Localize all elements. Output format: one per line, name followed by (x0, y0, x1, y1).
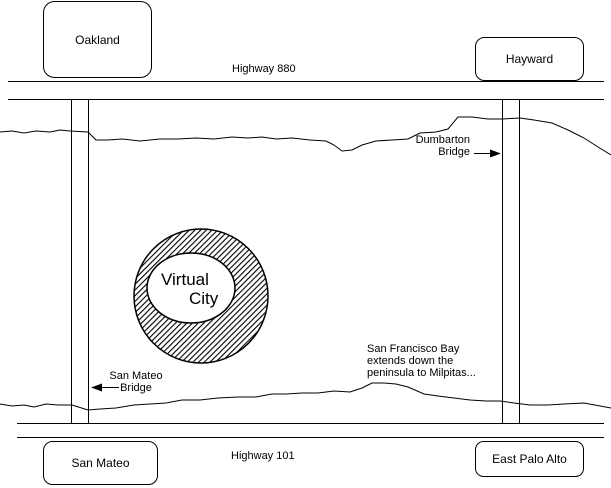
oakland-box[interactable] (43, 1, 152, 78)
bay-south-shoreline (0, 382, 611, 411)
san-mateo-bridge-label: San Mateo Bridge (109, 370, 163, 394)
bay-north-shoreline (0, 116, 611, 156)
east-palo-alto-box[interactable] (475, 441, 584, 477)
highway-880 (8, 81, 604, 100)
hayward-box[interactable] (475, 37, 584, 81)
highway-101-label: Highway 101 (231, 450, 295, 462)
san-mateo-label: San Mateo (71, 456, 130, 470)
dumbarton-bridge (502, 99, 520, 424)
hayward-label: Hayward (505, 52, 554, 66)
dumbarton-arrow-icon (474, 149, 501, 158)
highway-101 (17, 423, 604, 438)
virtual-city-marker[interactable] (133, 228, 269, 364)
bay-note: San Francisco Bay extends down the penin… (367, 343, 476, 379)
east-palo-alto-label: East Palo Alto (492, 452, 567, 466)
san-mateo-box[interactable] (43, 441, 158, 485)
dumbarton-bridge-label: Dumbarton Bridge (415, 134, 470, 158)
highway-880-label: Highway 880 (232, 63, 296, 75)
oakland-label: Oakland (75, 32, 120, 47)
virtual-city-label: Virtual City (161, 270, 219, 308)
san-mateo-bridge (71, 99, 89, 424)
san-mateo-arrow-icon (91, 383, 119, 392)
